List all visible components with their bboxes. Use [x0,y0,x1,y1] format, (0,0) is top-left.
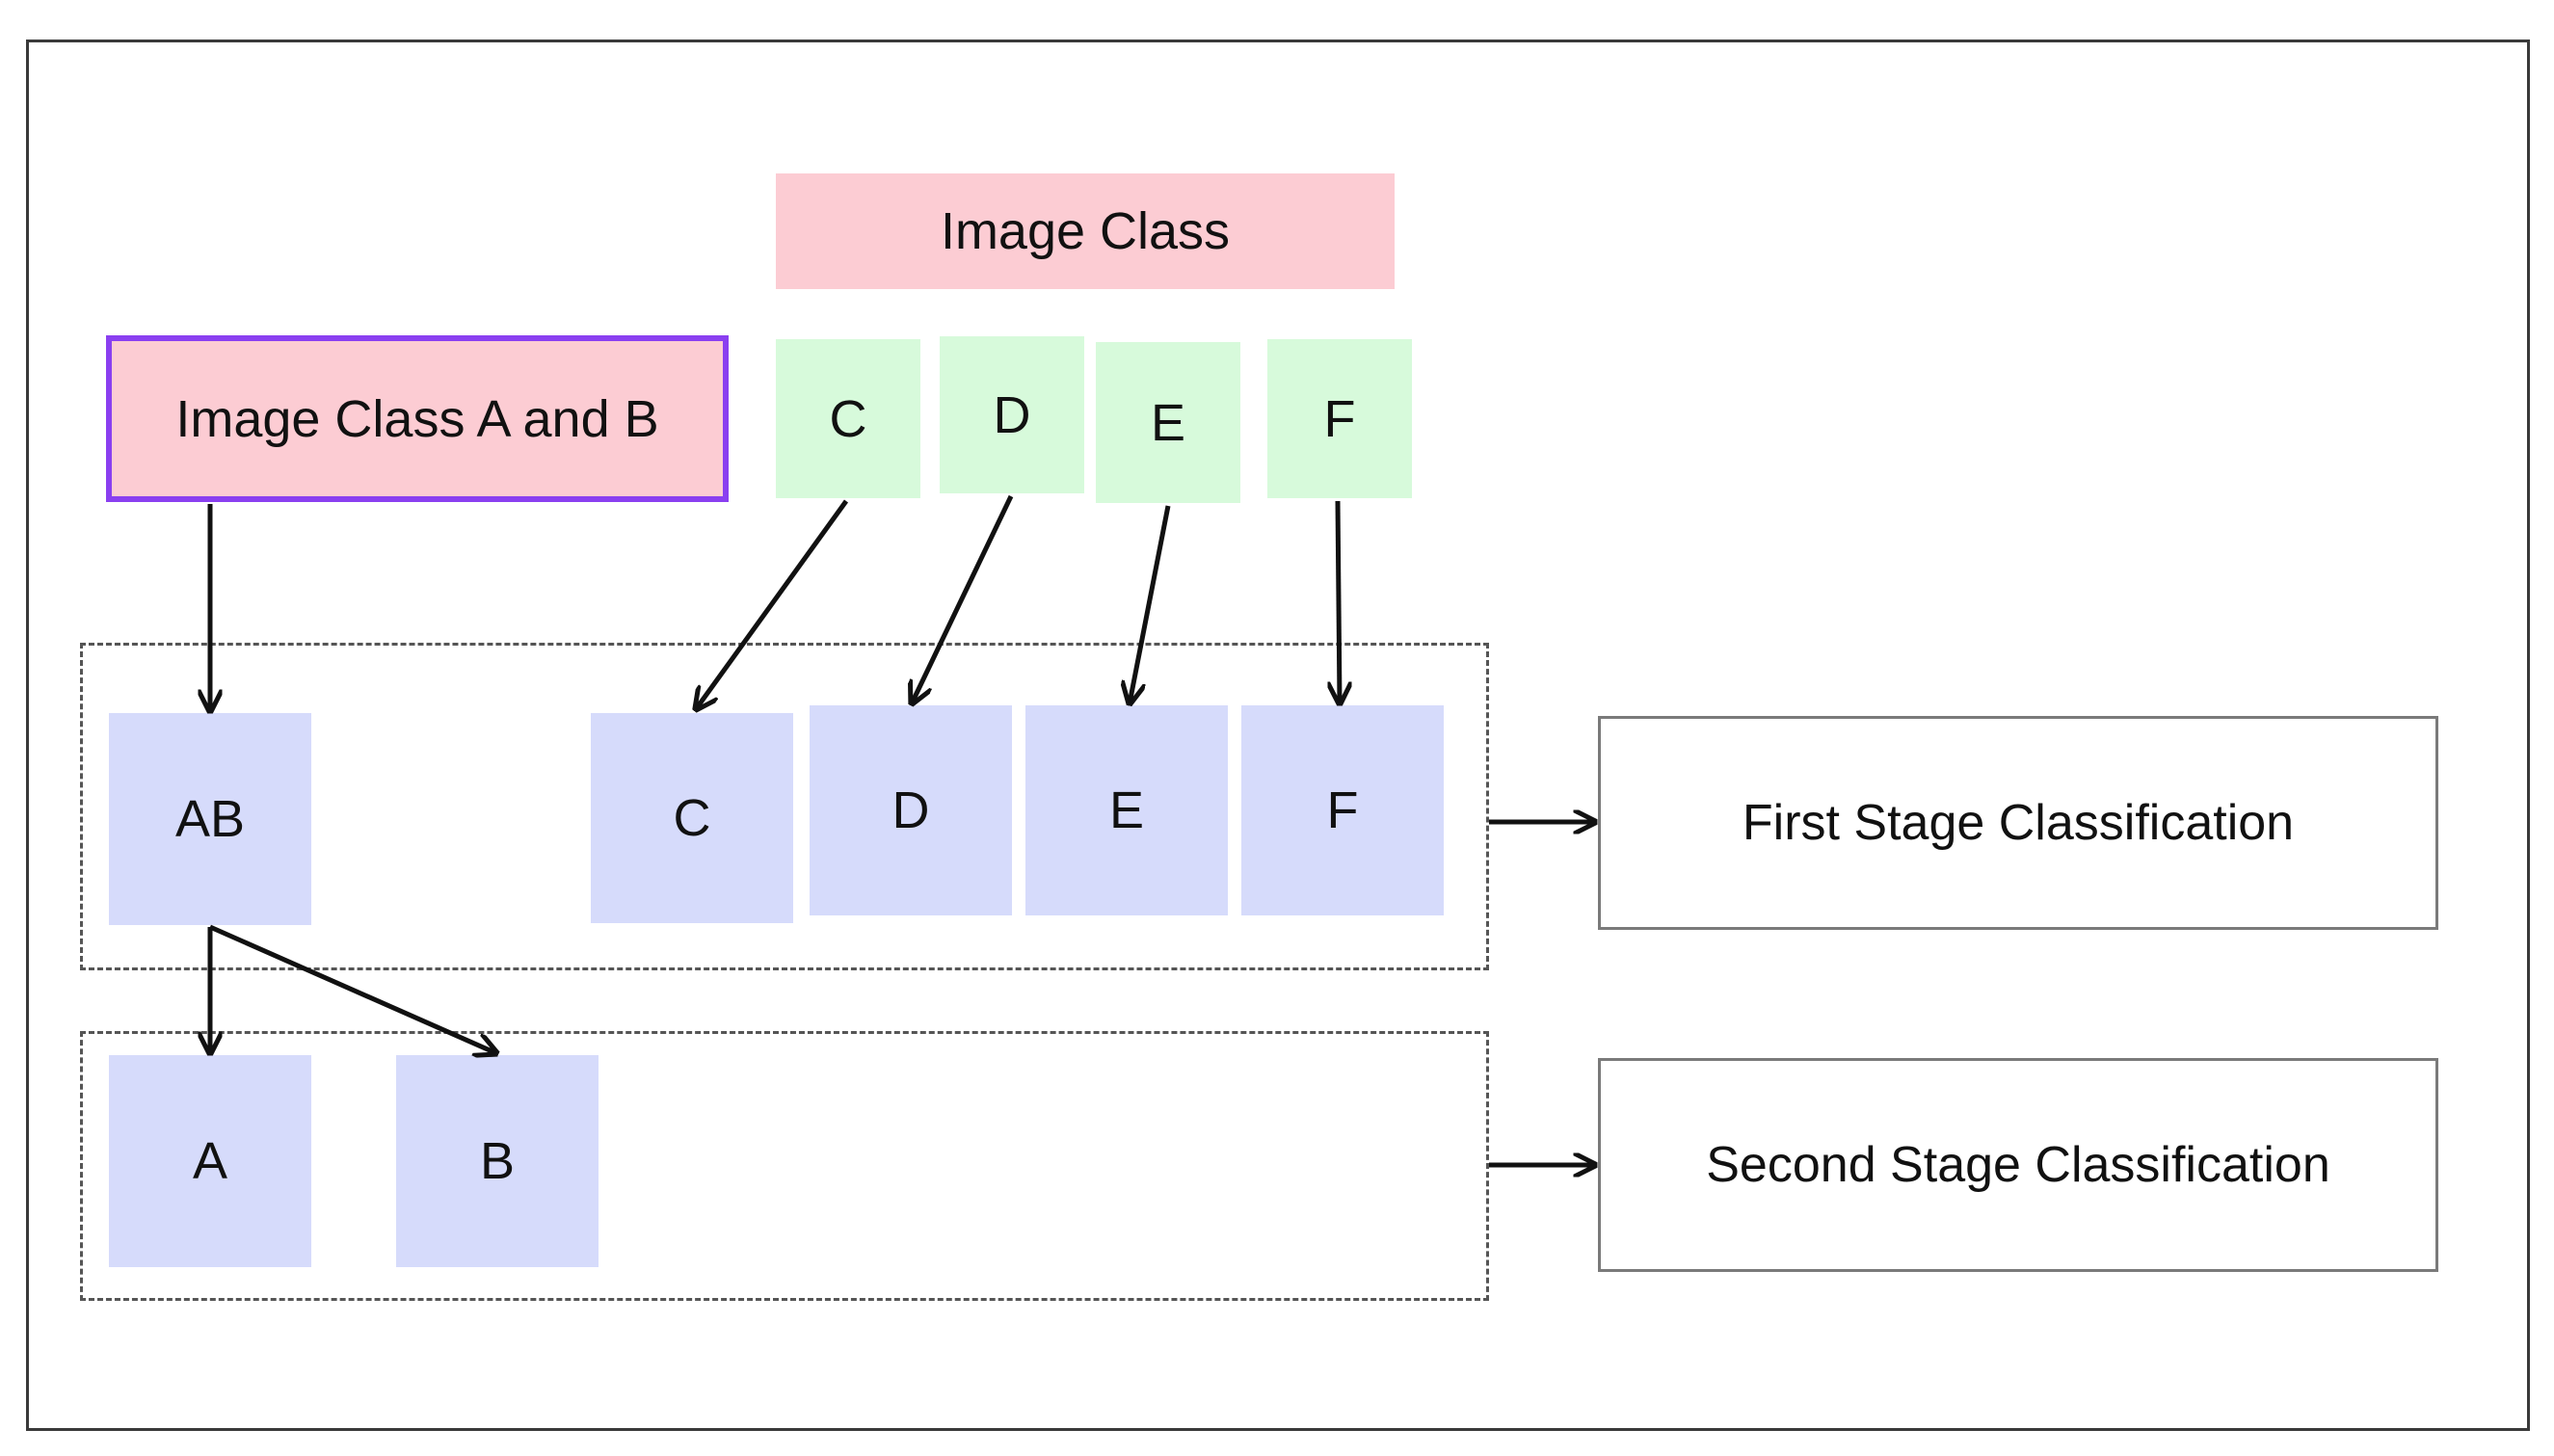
second-stage-classification-label: Second Stage Classification [1706,1137,2330,1193]
first-stage-c: C [591,713,793,923]
second-stage-b: B [396,1055,599,1267]
first-stage-group [80,643,1489,970]
arrow-e-to-e [1130,505,1171,703]
arrow-c-to-c [696,499,849,709]
first-stage-d-label: D [891,781,930,839]
first-stage-f-label: F [1326,781,1359,839]
first-stage-e: E [1025,705,1228,915]
source-class-c: C [776,339,920,498]
arrow-d-to-d [912,494,1014,703]
image-class-label: Image Class [940,202,1231,260]
source-class-d: D [940,336,1084,493]
image-class-node: Image Class [776,173,1395,289]
first-stage-e-label: E [1108,781,1145,839]
image-class-ab-label: Image Class A and B [175,389,659,448]
second-stage-group [80,1031,1489,1301]
first-stage-f: F [1241,705,1444,915]
first-stage-classification-label: First Stage Classification [1742,795,2295,851]
source-class-f-label: F [1323,389,1356,448]
first-stage-c-label: C [673,789,711,847]
second-stage-a: A [109,1055,311,1267]
arrow-f-to-f [1338,500,1340,703]
first-stage-ab-label: AB [174,790,246,848]
source-class-d-label: D [993,385,1031,444]
source-class-e: E [1096,342,1240,503]
second-stage-classification-box: Second Stage Classification [1598,1058,2438,1272]
first-stage-d: D [810,705,1012,915]
source-class-c-label: C [829,389,867,448]
source-class-f: F [1267,339,1412,498]
first-stage-ab: AB [109,713,311,925]
image-class-ab-node: Image Class A and B [106,335,729,502]
second-stage-a-label: A [192,1132,228,1190]
source-class-e-label: E [1150,393,1186,452]
second-stage-b-label: B [479,1132,516,1190]
first-stage-classification-box: First Stage Classification [1598,716,2438,930]
arrow-ab-to-b [208,924,496,1053]
